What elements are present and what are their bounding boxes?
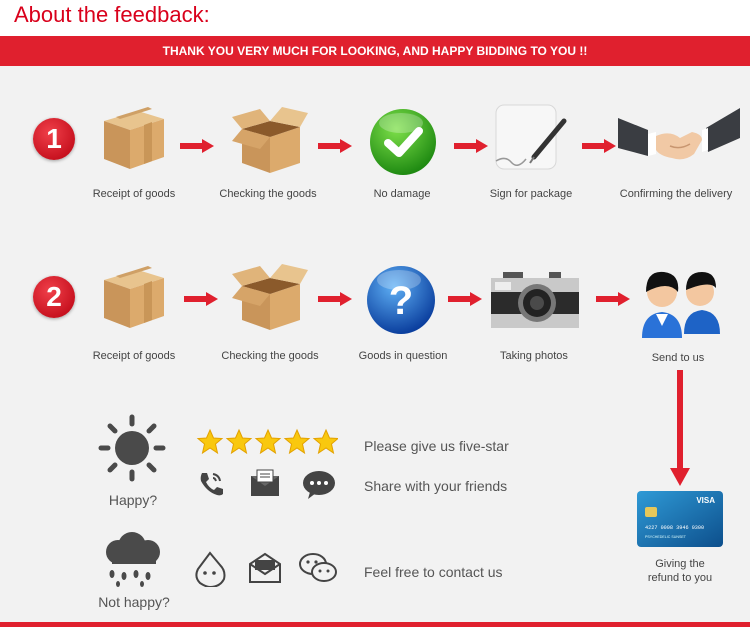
step-number-1: 1	[33, 118, 75, 160]
card-number: 4227 0008 3946 0300	[645, 525, 704, 531]
support-agents-icon	[642, 271, 720, 338]
step-label: Goods in question	[358, 350, 448, 362]
open-box-icon	[232, 107, 308, 173]
arrow-right-icon	[184, 292, 218, 306]
open-box-icon	[232, 264, 308, 330]
svg-text:?: ?	[389, 279, 413, 323]
closed-box-icon	[104, 266, 164, 328]
rain-cloud-icon	[106, 532, 160, 587]
step-label: Send to us	[651, 352, 705, 364]
phone-icon	[200, 473, 223, 496]
credit-card-icon: VISA 4227 0008 3946 0300 PSYCHEDELIC SUN…	[637, 491, 723, 547]
five-star-rating-icon	[196, 428, 338, 455]
step-label: Taking photos	[500, 350, 568, 362]
arrow-right-icon	[596, 292, 630, 306]
five-star-text: Please give us five-star	[364, 438, 509, 454]
step-number-2: 2	[33, 276, 75, 318]
refund-label-line1: Giving the	[655, 558, 705, 570]
chat-bubble-icon	[303, 471, 335, 499]
arrow-right-icon	[448, 292, 482, 306]
step-label: Sign for package	[489, 188, 573, 200]
step-label: No damage	[373, 188, 431, 200]
not-happy-label: Not happy?	[98, 594, 170, 610]
card-name: PSYCHEDELIC SUNSET	[645, 535, 687, 539]
bottom-accent-bar	[0, 622, 750, 627]
handshake-icon	[618, 108, 740, 160]
step-label: Confirming the delivery	[619, 188, 733, 200]
page-title: About the feedback:	[14, 2, 210, 27]
contact-text: Feel free to contact us	[364, 564, 503, 580]
card-brand: VISA	[696, 496, 715, 505]
arrow-right-icon	[318, 292, 352, 306]
qq-chat-icon	[195, 551, 226, 587]
question-circle-icon: ?	[367, 266, 435, 334]
thank-you-banner: THANK YOU VERY MUCH FOR LOOKING, AND HAP…	[0, 36, 750, 66]
arrow-right-icon	[582, 139, 616, 153]
wechat-icon	[299, 553, 337, 582]
camera-icon	[491, 272, 579, 328]
step-label: Checking the goods	[219, 188, 317, 200]
mail-icon	[251, 469, 279, 496]
check-circle-icon	[370, 109, 436, 175]
arrow-right-icon	[180, 139, 214, 153]
closed-box-icon	[104, 107, 164, 169]
envelope-icon	[249, 552, 281, 583]
arrow-down-icon	[670, 370, 690, 486]
step-label: Checking the goods	[221, 350, 319, 362]
sun-icon	[98, 414, 166, 482]
share-text: Share with your friends	[364, 478, 508, 494]
arrow-right-icon	[318, 139, 352, 153]
step-label: Receipt of goods	[92, 188, 176, 200]
sign-document-icon	[495, 104, 567, 170]
refund-label-line2: refund to you	[647, 572, 713, 584]
step-label: Receipt of goods	[92, 350, 176, 362]
arrow-right-icon	[454, 139, 488, 153]
happy-label: Happy?	[108, 492, 158, 508]
